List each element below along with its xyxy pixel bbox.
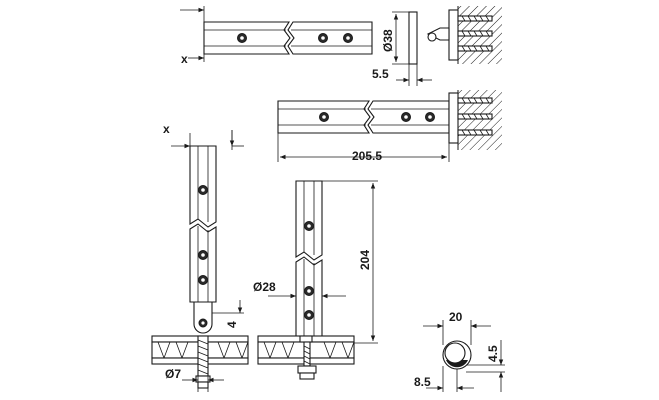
right-base-panel (257, 335, 355, 380)
wall-bracket-top (426, 6, 502, 64)
dim-x-top: x (181, 52, 188, 66)
left-support-view: x 4 (163, 122, 244, 350)
right-support-view: Ø28 204 (253, 180, 378, 344)
dim-204: 204 (358, 250, 372, 270)
dim-4: 4 (225, 321, 239, 328)
dim-dia28: Ø28 (253, 280, 276, 294)
dim-dia38: Ø38 (381, 29, 395, 52)
middle-rail-view (277, 100, 450, 134)
dim-205-5-group: 205.5 (277, 133, 450, 163)
dim-205-5: 205.5 (352, 149, 382, 163)
dim-5-5: 5.5 (372, 67, 389, 81)
dim-dia7: Ø7 (165, 367, 181, 381)
dim-20: 20 (449, 310, 463, 324)
end-plate-view: Ø38 5.5 (372, 11, 432, 86)
dim-8-5: 8.5 (414, 375, 431, 389)
profile-detail: 20 4.5 8.5 (414, 310, 505, 392)
left-base-panel: Ø7 (151, 335, 249, 392)
dim-x-left: x (163, 122, 170, 136)
wall-bracket-middle (448, 90, 502, 150)
top-rail-view: x (180, 6, 373, 66)
dim-4-5: 4.5 (486, 345, 500, 362)
